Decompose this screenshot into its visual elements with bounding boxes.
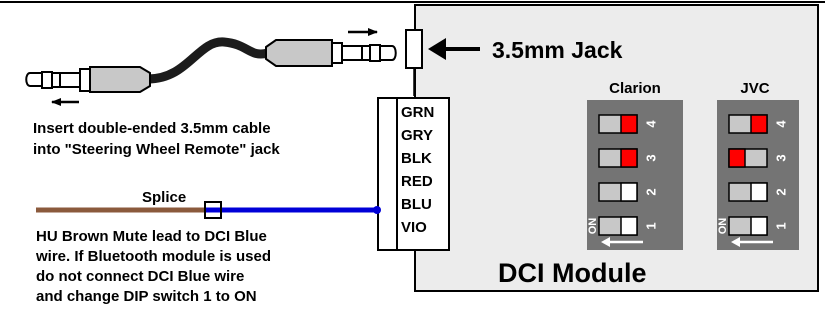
dip-on-label: ON [717, 218, 729, 235]
wire-label-red: RED [401, 173, 433, 190]
dip-switch-1-knob [620, 216, 638, 236]
wire-label-vio: VIO [401, 219, 427, 236]
wire-label-grn: GRN [401, 104, 434, 121]
splice-label: Splice [142, 189, 186, 206]
dip-switch-1-knob [750, 216, 768, 236]
dip-on-arrowhead [601, 237, 610, 247]
dip-switch-3-knob [620, 148, 638, 168]
wire-label-gry: GRY [401, 127, 433, 144]
instruction-line-1: Insert double-ended 3.5mm cable [33, 120, 271, 137]
dip-switch-number: 3 [774, 154, 789, 161]
dip-block-title: Clarion [609, 80, 661, 97]
wire-connector-block [377, 97, 398, 251]
splice-box [204, 201, 222, 219]
jack-arrow [428, 38, 480, 60]
instruction-line-2: into "Steering Wheel Remote" jack [33, 141, 280, 158]
blue-wire-end [373, 206, 381, 214]
mute-note-line-2: wire. If Bluetooth module is used [35, 248, 271, 265]
dip-switch-2-knob [620, 182, 638, 202]
dip-switch-2-knob [750, 182, 768, 202]
dip-switch-number: 1 [644, 222, 659, 229]
dip-switch-number: 3 [644, 154, 659, 161]
mute-note-line-3: do not connect DCI Blue wire [36, 268, 244, 285]
dip-block-title: JVC [740, 80, 769, 97]
mute-note-line-1: HU Brown Mute lead to DCI Blue [36, 228, 267, 245]
dip-switch-number: 2 [774, 188, 789, 195]
dip-switch-number: 4 [774, 120, 789, 128]
dip-switch-4-knob [620, 114, 638, 134]
dip-switch-number: 4 [644, 120, 659, 128]
plug-right [265, 39, 397, 67]
dip-switch-area: Clarion 4 3 2 1 ON JVC 4 3 2 1 ON [587, 80, 799, 250]
dip-switch-3-knob [728, 148, 746, 168]
dip-switch-number: 1 [774, 222, 789, 229]
wire-label-blk: BLK [401, 150, 432, 167]
dip-block-clarion: Clarion 4 3 2 1 ON [587, 80, 683, 250]
jack-3.5mm [405, 29, 423, 96]
dip-switch-number: 2 [644, 188, 659, 195]
dip-on-arrowhead [731, 237, 740, 247]
wire-connector [396, 97, 450, 251]
module-label: DCI Module [498, 258, 647, 288]
dip-on-label: ON [587, 218, 599, 235]
cable [143, 37, 273, 84]
dip-block-jvc: JVC 4 3 2 1 ON [717, 80, 799, 250]
jack-label: 3.5mm Jack [492, 37, 623, 63]
wire-label-blu: BLU [401, 196, 432, 213]
plug-left [25, 66, 151, 93]
dip-switch-4-knob [750, 114, 768, 134]
mute-note-line-4: and change DIP switch 1 to ON [36, 288, 257, 305]
wire-label-list: GRN GRY BLK RED BLU VIO [401, 104, 434, 236]
